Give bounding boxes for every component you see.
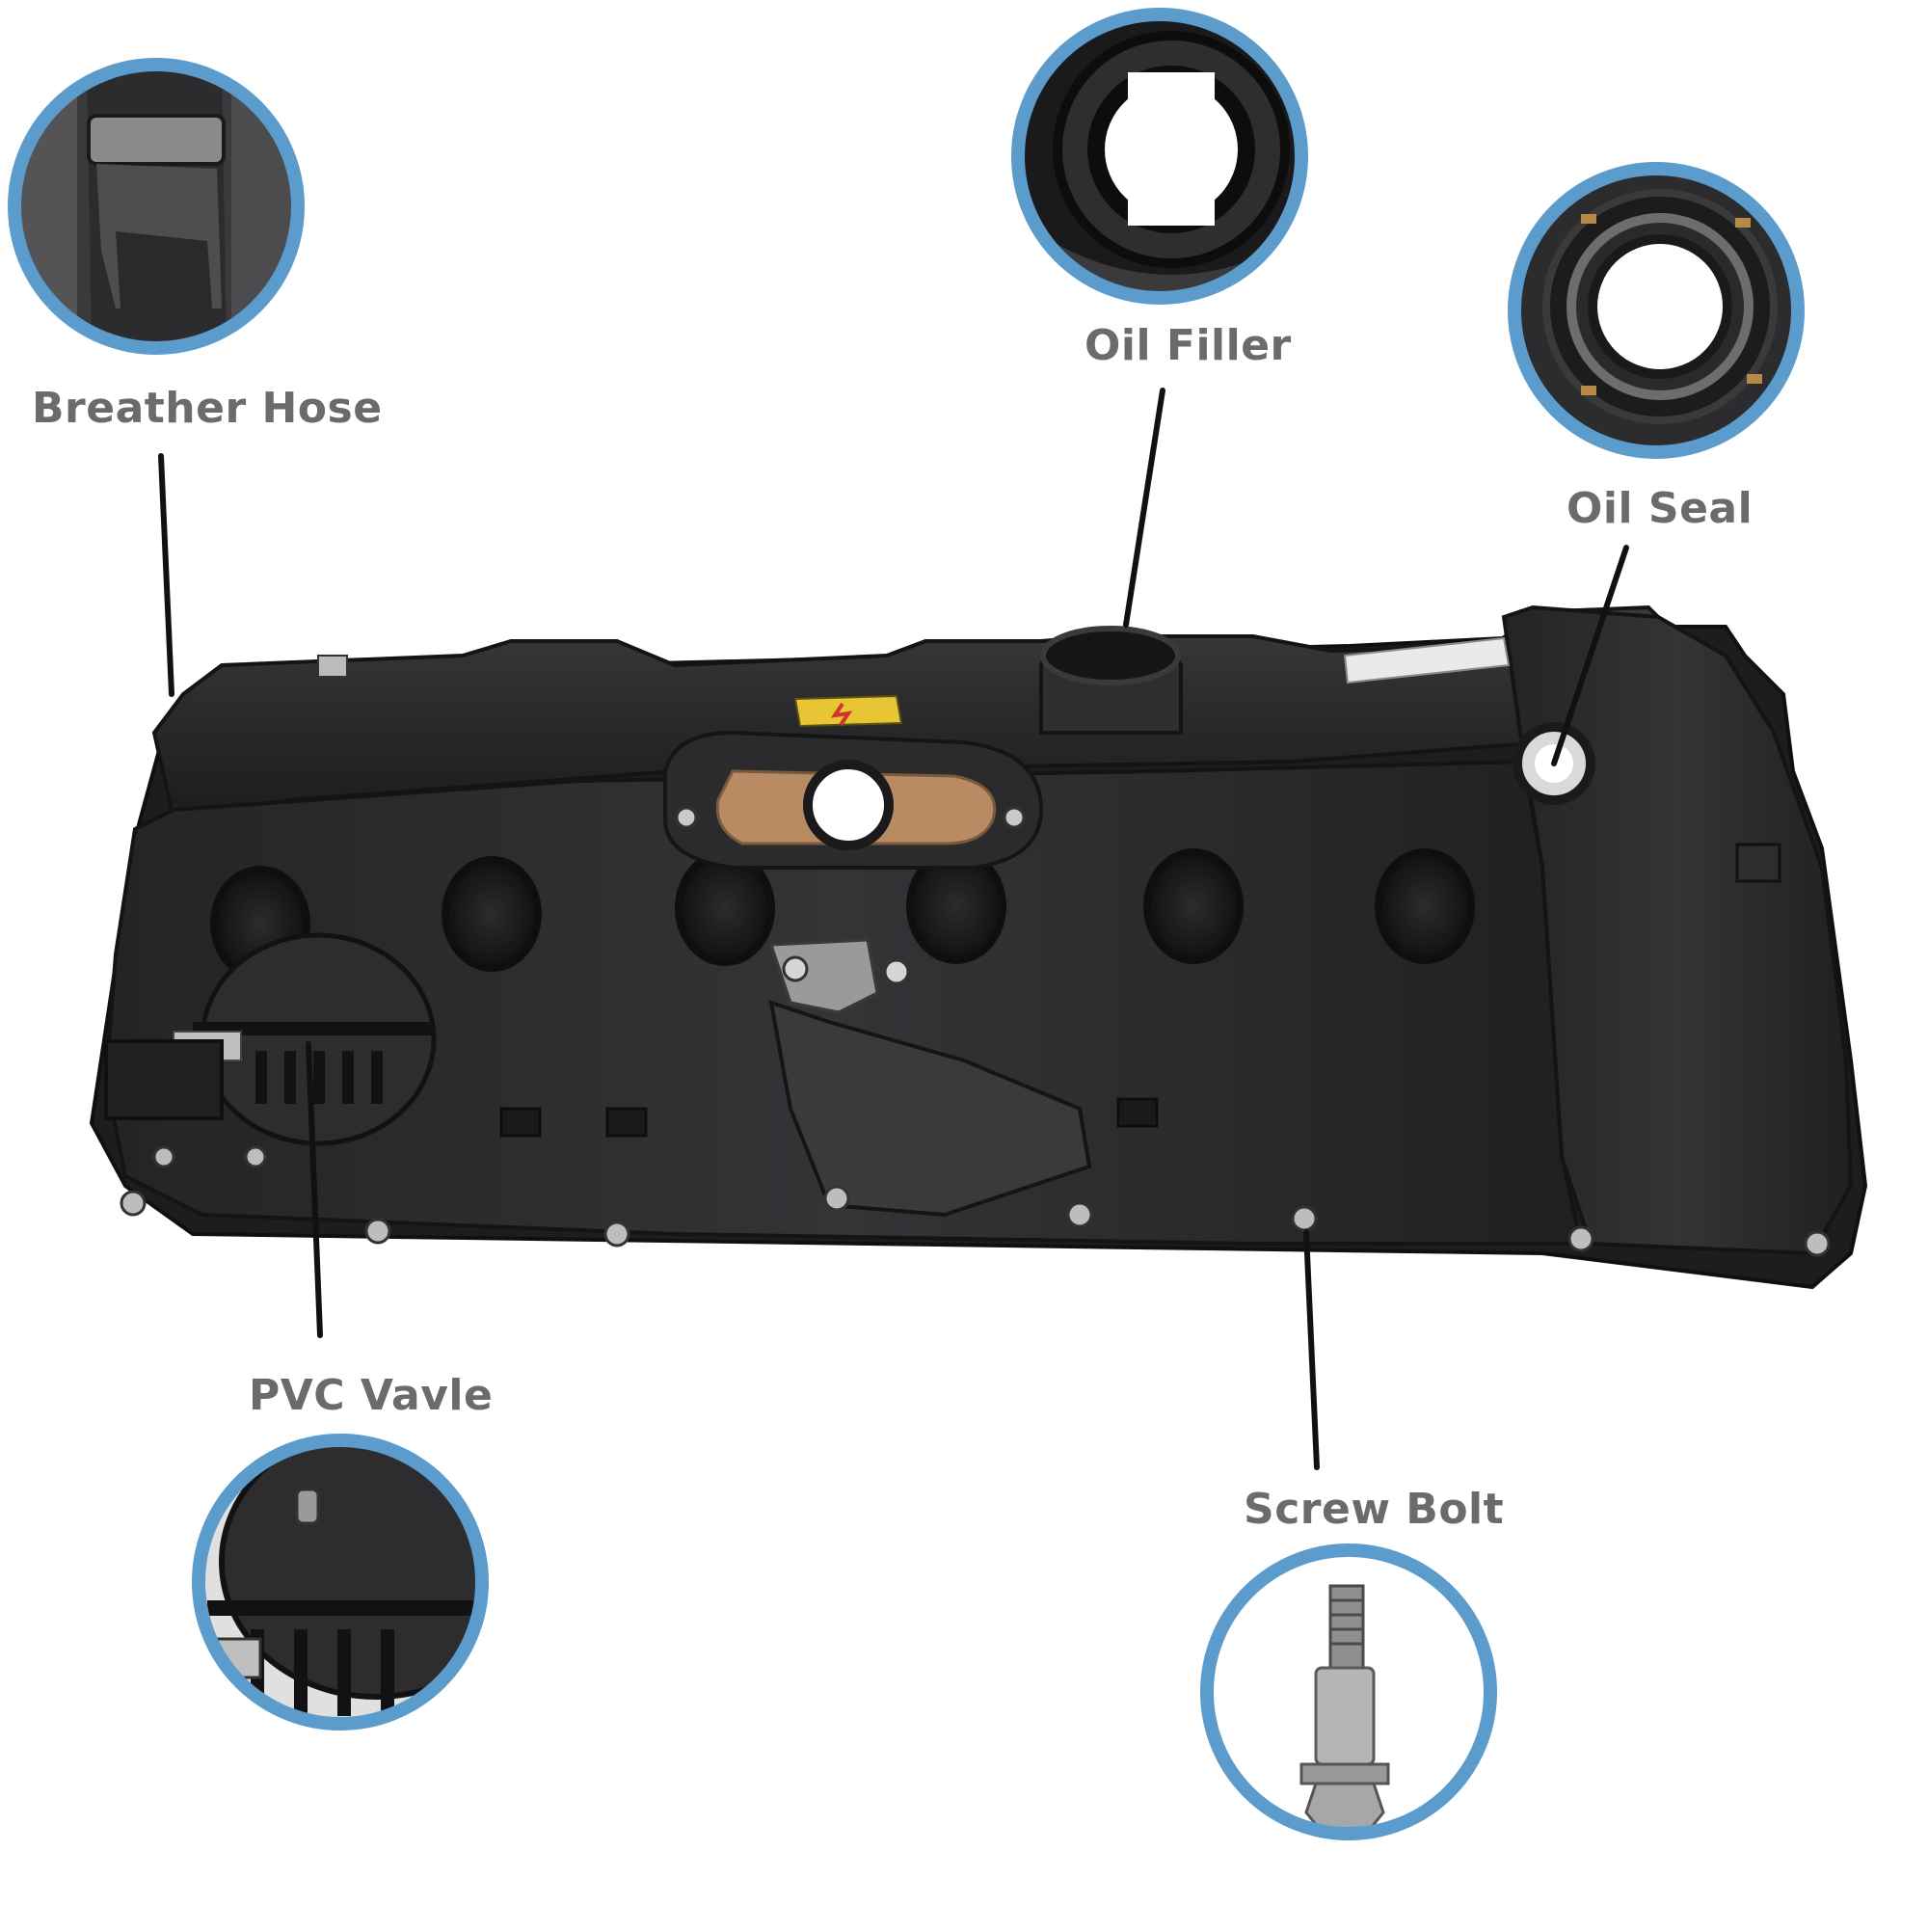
oil-filler-label: Oil Filler — [1084, 321, 1292, 370]
spark-plug-holes — [210, 848, 1475, 981]
cover-tabs — [317, 655, 1781, 1138]
oil-seal-label: Oil Seal — [1566, 484, 1754, 533]
leader-lines — [158, 388, 1629, 1470]
screw-bolt-label: Screw Bolt — [1244, 1485, 1505, 1534]
oil-seal-detail — [1508, 162, 1805, 459]
screw-bolt-detail — [1200, 1543, 1497, 1840]
metal-bracket — [768, 938, 1092, 1218]
oil-filler-neck — [1039, 626, 1183, 735]
pvc-valve-detail — [192, 1434, 489, 1731]
valve-cover — [89, 604, 1868, 1290]
breather-hose-detail — [8, 58, 305, 355]
oil-filler-detail — [1011, 8, 1308, 305]
pvc-valve-label: PVC Vavle — [249, 1371, 494, 1420]
torque-sticker — [1343, 636, 1511, 684]
breather-hose-label: Breather Hose — [32, 384, 383, 433]
perimeter-bolts — [120, 1145, 1831, 1257]
center-gasket-plate — [663, 694, 1044, 870]
pcv-valve-housing — [104, 932, 437, 1146]
